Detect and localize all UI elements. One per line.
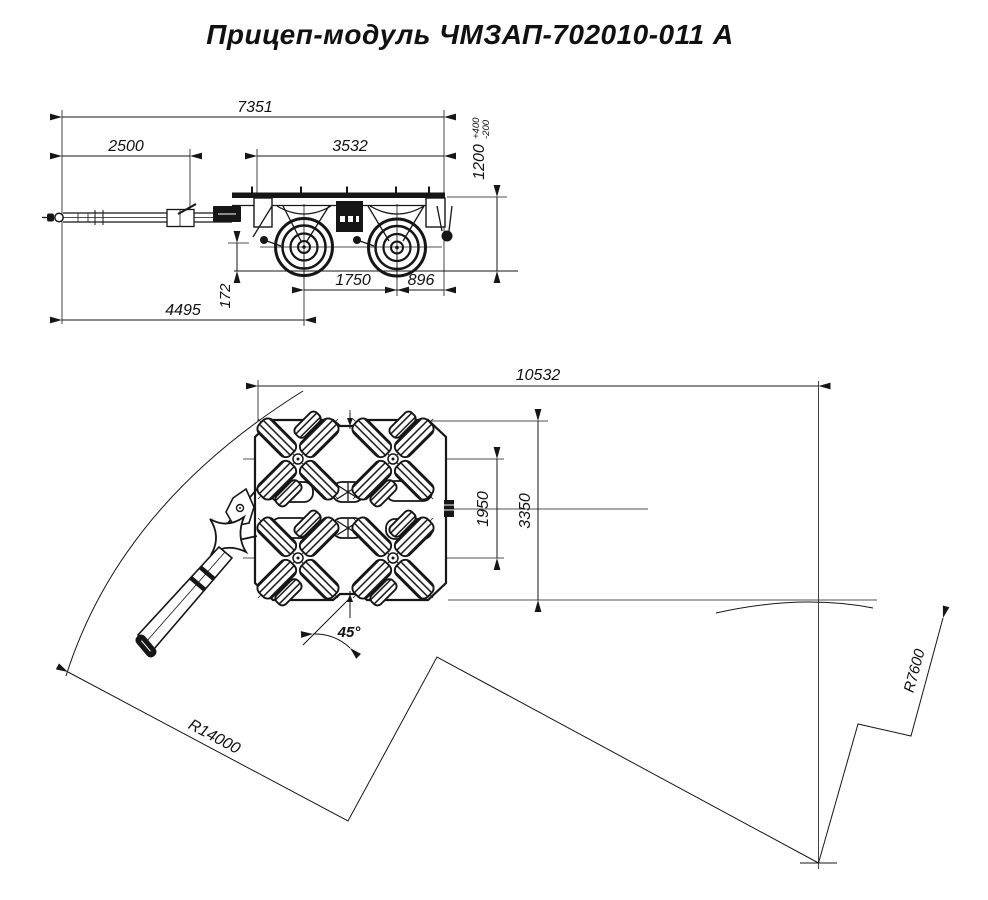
outer-radius-arc — [65, 390, 304, 677]
dim-loading-height: 1200 — [471, 144, 488, 180]
edge-marker-block — [444, 500, 454, 517]
outer-radius-leader — [55, 656, 819, 864]
rear-roller — [441, 230, 453, 242]
dim-loading-height-group: 1200 +400 -200 — [471, 117, 492, 180]
dim-wheelbase: 1750 — [335, 272, 371, 289]
steering-cross — [209, 514, 249, 556]
dim-overall-width: 3350 — [517, 493, 534, 529]
inner-radius-arc — [715, 601, 874, 614]
label-outer-radius: R14000 — [185, 716, 243, 757]
front-box — [253, 197, 273, 228]
dim-front-section: 4495 — [165, 302, 201, 319]
dim-platform-length: 3532 — [332, 138, 368, 155]
dim-turning-length: 10532 — [516, 367, 561, 384]
turning-geometry: R14000 R7600 — [55, 381, 950, 869]
dim-bogie-track: 1950 — [475, 491, 492, 527]
dim-loading-height-tol-upper: +400 — [471, 117, 482, 139]
deck — [232, 192, 445, 198]
rear-box — [425, 197, 446, 228]
side-view: 7351 2500 3532 1200 +400 -200 172 1750 8… — [42, 99, 518, 326]
drawbar-plan — [135, 487, 258, 658]
side-view-dimensions: 7351 2500 3532 1200 +400 -200 172 1750 8… — [50, 99, 501, 324]
dim-rear-overhang: 896 — [408, 272, 435, 289]
label-steering-angle: 45° — [337, 624, 362, 641]
inner-radius-leader — [818, 605, 950, 864]
dim-overall-length: 7351 — [237, 99, 273, 116]
plan-view: R14000 R7600 — [55, 367, 950, 869]
drawbar-side — [42, 203, 241, 228]
dim-ground-clearance: 172 — [217, 283, 234, 309]
dim-drawbar-length: 2500 — [107, 138, 144, 155]
steering-angle-annotation: 45° — [300, 597, 362, 659]
dim-loading-height-tol-lower: -200 — [481, 119, 492, 139]
drawing-title: Прицеп-модуль ЧМЗАП-702010-011 А — [206, 19, 733, 50]
hitch-eye — [54, 212, 64, 223]
plan-view-dimensions: 10532 1950 3350 — [246, 367, 831, 612]
front-wheel — [274, 217, 334, 277]
rear-wheel — [367, 217, 427, 278]
wheels-side — [260, 204, 442, 279]
platform-side — [232, 186, 453, 247]
